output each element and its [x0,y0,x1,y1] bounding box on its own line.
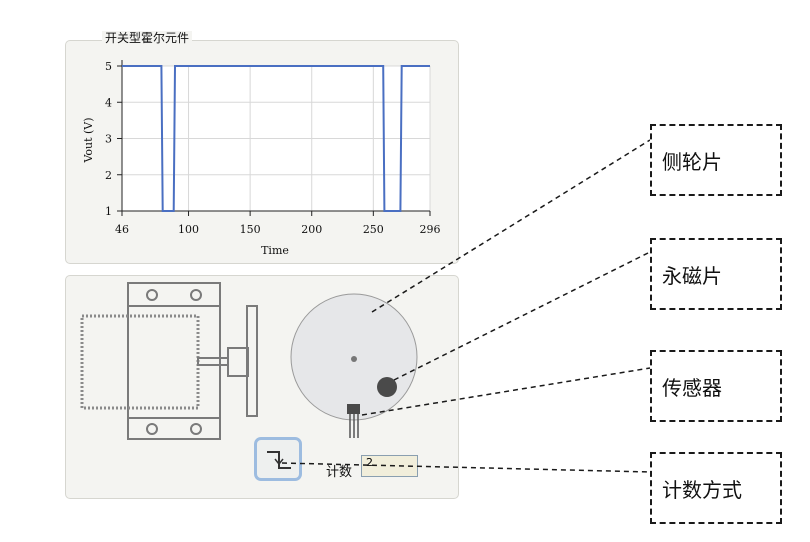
x-tick-label: 100 [178,223,199,236]
chart-title: 开关型霍尔元件 [102,31,193,45]
motor-housing [127,282,221,440]
y-axis-label: Vout (V) [82,117,95,163]
y-tick-label: 2 [105,169,112,182]
y-tick-labels: 1 2 3 4 5 [105,60,112,218]
hall-sensor-body [347,404,360,414]
side-wheel-edge [246,305,258,417]
y-tick-label: 1 [105,205,112,218]
x-tick-label: 150 [240,223,261,236]
leader-side-wheel [371,139,651,313]
counter-label: 计数 [326,465,353,480]
x-tick-label: 46 [115,223,129,236]
y-tick-label: 3 [105,133,112,146]
x-tick-label: 296 [420,223,441,236]
pulse-edge-icon [267,451,291,469]
leader-count-mode [281,462,651,473]
bolt-icon [146,423,158,435]
x-tick-label: 250 [363,223,384,236]
x-tick-labels: 46 100 150 200 250 296 [115,223,441,236]
bolt-icon [190,423,202,435]
x-tick-label: 200 [301,223,322,236]
callout-sensor: 传感器 [650,350,782,422]
y-tick-label: 4 [105,96,112,109]
callout-magnet: 永磁片 [650,238,782,310]
disc-center-hub [351,356,357,362]
x-axis-label: Time [261,244,289,257]
callout-side-wheel: 侧轮片 [650,124,782,196]
bolt-icon [190,289,202,301]
arrow-down-icon [274,458,284,466]
leader-magnet [393,251,651,381]
vout-series-line [122,65,430,212]
callout-count-mode: 计数方式 [650,452,782,524]
leader-sensor [361,367,651,416]
y-tick-label: 5 [105,60,112,73]
bolt-icon [146,289,158,301]
permanent-magnet [377,377,397,397]
count-mode-button[interactable] [254,437,302,481]
